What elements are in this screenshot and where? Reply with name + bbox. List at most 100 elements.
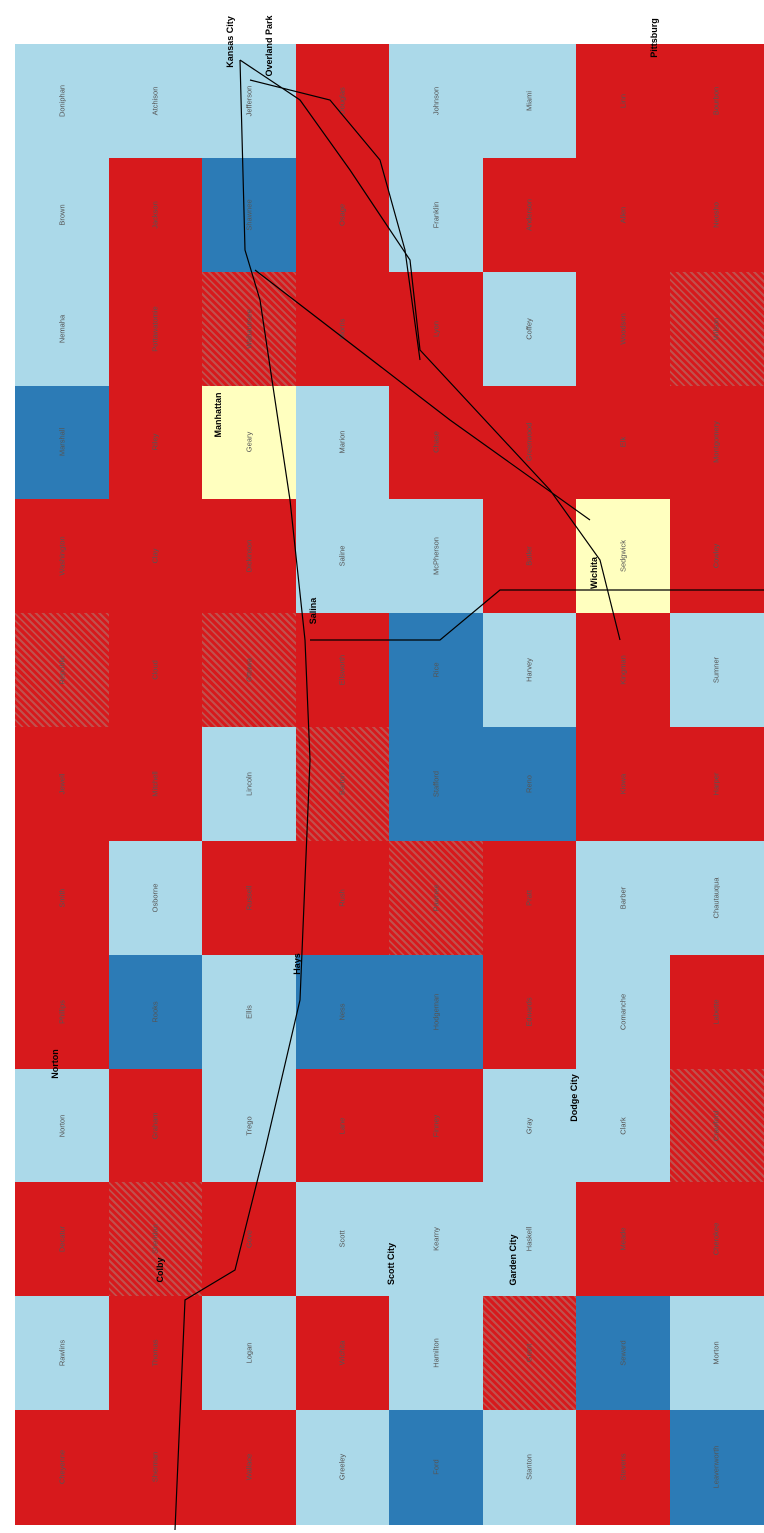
county-gray: Gray: [482, 1068, 577, 1184]
county-wabaunsee: Wabaunsee: [202, 271, 297, 387]
county-neosho: Neosho: [669, 157, 764, 273]
county-wichita: Wichita: [295, 1296, 390, 1412]
county-jewell: Jewell: [15, 727, 110, 842]
city-label: Scott City: [386, 1242, 396, 1286]
county-ottawa: Ottawa: [202, 613, 297, 729]
county-trego: Trego: [202, 1068, 297, 1184]
county-nemaha: Nemaha: [15, 271, 110, 387]
city-label: Hays: [292, 953, 302, 975]
county-haskell: Haskell: [482, 1182, 577, 1298]
county-pratt: Pratt: [482, 840, 577, 956]
county-butler: Butler: [482, 499, 577, 615]
county-norton: Norton: [15, 1068, 110, 1184]
county-dickinson: Dickinson: [202, 499, 297, 615]
county-graham: Graham: [108, 1068, 203, 1184]
county-chautauqua: Chautauqua: [669, 840, 764, 956]
county-linn: Linn: [576, 44, 671, 159]
county-ford: Ford: [389, 1410, 484, 1525]
county-mitchell: Mitchell: [108, 727, 203, 842]
city-label: Kansas City: [225, 16, 235, 68]
county-gove: Gove: [202, 1182, 297, 1298]
county-sheridan: Sheridan: [108, 1182, 203, 1298]
county-republic: Republic: [15, 613, 110, 729]
county-kearny: Kearny: [389, 1182, 484, 1298]
county-montgomery: Montgomery: [669, 385, 764, 501]
county-morris: Morris: [295, 271, 390, 387]
county-greenwood: Greenwood: [482, 385, 577, 501]
county-anderson: Anderson: [482, 157, 577, 273]
county-rush: Rush: [295, 840, 390, 956]
county-johnson: Johnson: [389, 44, 484, 159]
county-decatur: Decatur: [15, 1182, 110, 1298]
county-rooks: Rooks: [108, 954, 203, 1070]
county-hodgeman: Hodgeman: [389, 954, 484, 1070]
county-miami: Miami: [482, 44, 577, 159]
county-kiowa: Kiowa: [576, 727, 671, 842]
county-wallace: Wallace: [202, 1410, 297, 1525]
county-woodson: Woodson: [576, 271, 671, 387]
county-cheyenne: Cheyenne: [15, 1410, 110, 1525]
county-bourbon: Bourbon: [669, 44, 764, 159]
county-stanton: Stanton: [482, 1410, 577, 1525]
city-label: Dodge City: [569, 1074, 579, 1122]
county-cowley: Cowley: [669, 499, 764, 615]
county-rice: Rice: [389, 613, 484, 729]
county-doniphan: Doniphan: [15, 44, 110, 159]
county-coffey: Coffey: [482, 271, 577, 387]
county-riley: Riley: [108, 385, 203, 501]
city-label: Salina: [308, 597, 318, 625]
highway-line: [310, 589, 764, 641]
county-grant: Grant: [482, 1296, 577, 1412]
county-douglas: Douglas: [295, 44, 390, 159]
county-ness: Ness: [295, 954, 390, 1070]
county-sedgwick: Sedgwick: [576, 499, 671, 615]
city-label: Pittsburg: [649, 18, 659, 58]
county-osborne: Osborne: [108, 840, 203, 956]
city-label: Norton: [50, 1049, 60, 1079]
highway-line: [239, 59, 621, 641]
county-ellsworth: Ellsworth: [295, 613, 390, 729]
county-lincoln: Lincoln: [202, 727, 297, 842]
county-logan: Logan: [202, 1296, 297, 1412]
county-reno: Reno: [482, 727, 577, 842]
county-harper: Harper: [669, 727, 764, 842]
county-osage: Osage: [295, 157, 390, 273]
county-jefferson: Jefferson: [202, 44, 297, 159]
county-wilson: Wilson: [669, 271, 764, 387]
county-edwards: Edwards: [482, 954, 577, 1070]
county-marion: Marion: [295, 385, 390, 501]
county-morton: Morton: [669, 1296, 764, 1412]
county-greeley: Greeley: [295, 1410, 390, 1525]
county-stevens: Stevens: [576, 1410, 671, 1525]
county-allen: Allen: [576, 157, 671, 273]
county-leavenworth: Leavenworth: [669, 1410, 764, 1525]
highway-line: [254, 269, 591, 521]
county-crawford: Crawford: [669, 1068, 764, 1184]
city-label: Wichita: [589, 557, 599, 589]
county-meade: Meade: [576, 1182, 671, 1298]
county-russell: Russell: [202, 840, 297, 956]
county-pottawatomie: Pottawatomie: [108, 271, 203, 387]
county-clay: Clay: [108, 499, 203, 615]
county-barton: Barton: [295, 727, 390, 842]
city-label: Garden City: [508, 1234, 518, 1286]
county-lane: Lane: [295, 1068, 390, 1184]
county-kingman: Kingman: [576, 613, 671, 729]
county-shawnee: Shawnee: [202, 157, 297, 273]
county-franklin: Franklin: [389, 157, 484, 273]
county-ellis: Ellis: [202, 954, 297, 1070]
county-sumner: Sumner: [669, 613, 764, 729]
county-seward: Seward: [576, 1296, 671, 1412]
county-cloud: Cloud: [108, 613, 203, 729]
city-label: Colby: [155, 1257, 165, 1283]
county-finney: Finney: [389, 1068, 484, 1184]
county-cherokee: Cherokee: [669, 1182, 764, 1298]
county-brown: Brown: [15, 157, 110, 273]
county-elk: Elk: [576, 385, 671, 501]
county-geary: Geary: [202, 385, 297, 501]
county-rawlins: Rawlins: [15, 1296, 110, 1412]
county-sherman: Sherman: [108, 1410, 203, 1525]
county-mcpherson: McPherson: [389, 499, 484, 615]
